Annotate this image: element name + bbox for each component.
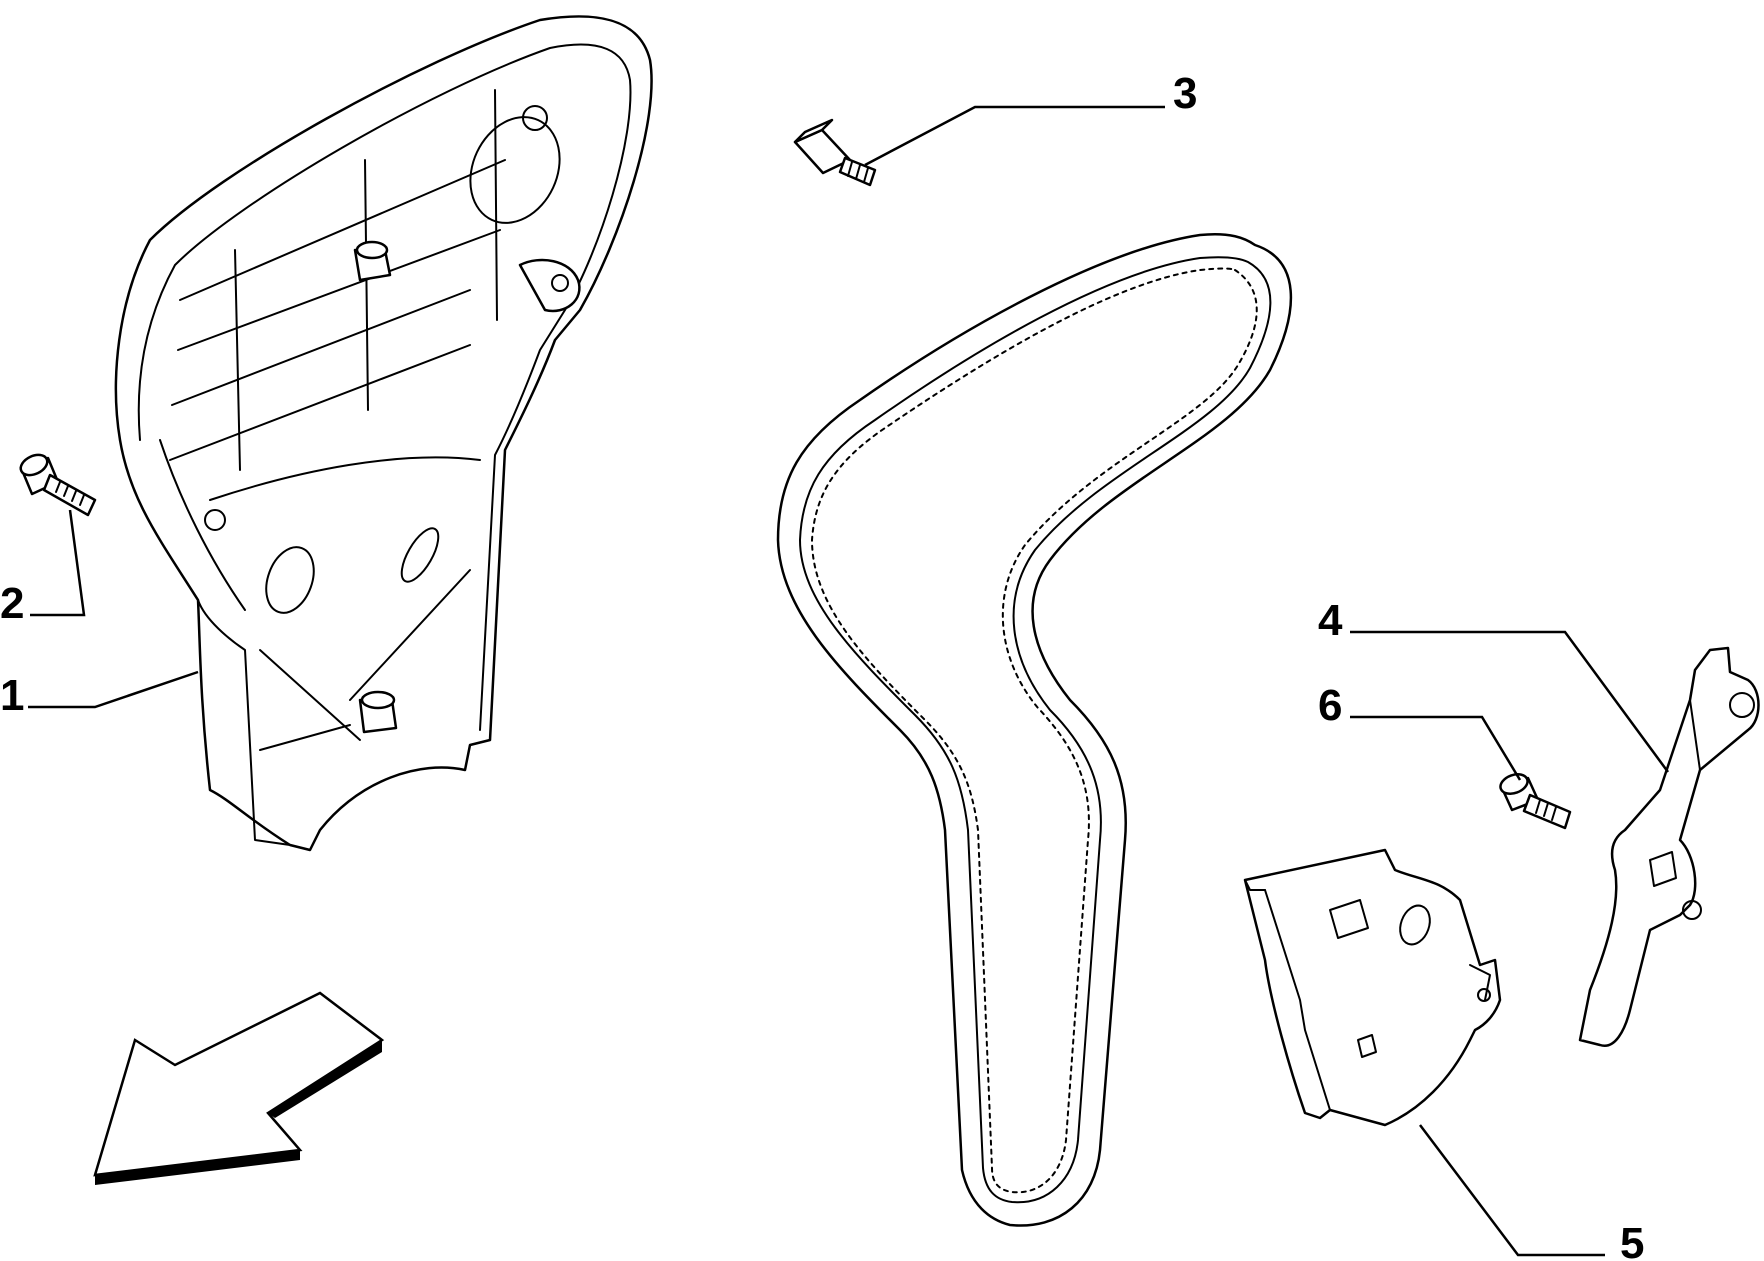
callout-labels: 1 2 3 4 6 5 [0, 69, 1644, 1261]
leader-lines [28, 105, 1670, 1257]
bracket [1578, 646, 1760, 1047]
callout-4: 4 [1318, 596, 1343, 645]
front-direction-arrow-icon [93, 991, 385, 1185]
callout-5: 5 [1620, 1219, 1644, 1261]
bracket-screw [1499, 773, 1572, 830]
timing-cover [114, 15, 653, 852]
callout-3: 3 [1173, 69, 1197, 118]
timing-belt [776, 233, 1293, 1227]
callout-6: 6 [1318, 681, 1342, 730]
inner-cover [1243, 848, 1502, 1127]
stud [793, 118, 877, 187]
callout-2: 2 [0, 579, 24, 628]
callout-1: 1 [0, 671, 24, 720]
cover-screw [19, 453, 97, 517]
